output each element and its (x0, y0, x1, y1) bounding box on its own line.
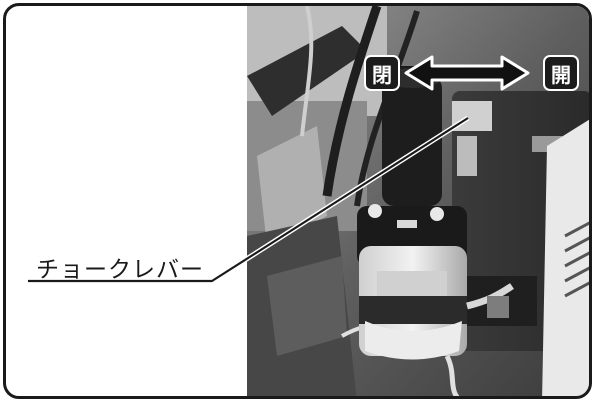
engine-photo (247, 6, 589, 396)
close-badge: 閉 (366, 57, 398, 89)
illustration-frame (3, 3, 592, 399)
choke-lever-label: チョークレバー (36, 257, 204, 283)
open-badge: 開 (545, 57, 577, 89)
